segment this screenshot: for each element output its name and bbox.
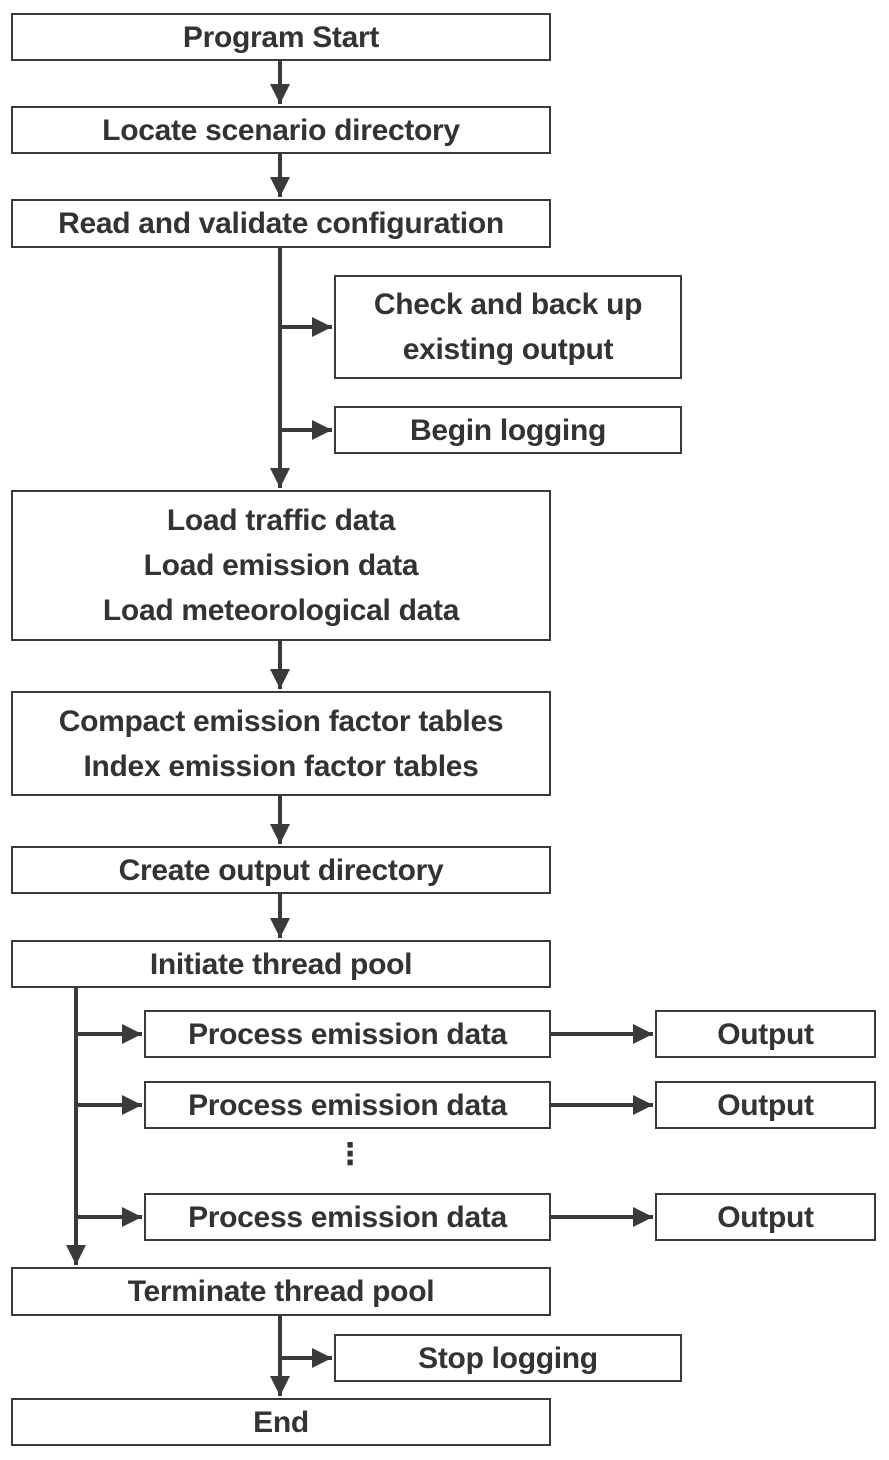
node-process-1: Process emission data: [144, 1010, 551, 1058]
ellipsis-marker: ⋮: [335, 1138, 365, 1171]
node-process-n-label: Process emission data: [188, 1200, 507, 1234]
node-process-n: Process emission data: [144, 1193, 551, 1241]
node-read-validate: Read and validate configuration: [11, 199, 551, 248]
node-index-line: Index emission factor tables: [83, 749, 479, 783]
node-check-backup-line-1: Check and back up: [373, 288, 643, 321]
node-terminate-pool-label: Terminate thread pool: [127, 1275, 435, 1308]
node-check-backup: Check and back up existing output: [334, 275, 682, 379]
node-load-emission-line: Load emission data: [143, 549, 419, 582]
node-stop-logging: Stop logging: [334, 1334, 682, 1382]
node-locate-scenario-label: Locate scenario directory: [102, 113, 460, 147]
node-output-1: Output: [655, 1010, 876, 1058]
node-terminate-pool: Terminate thread pool: [11, 1267, 551, 1316]
node-create-output-dir-label: Create output directory: [118, 853, 444, 887]
node-program-start-label: Program Start: [182, 20, 380, 54]
node-load-data: Load traffic data Load emission data Loa…: [11, 490, 551, 641]
node-output-1-label: Output: [717, 1017, 814, 1051]
node-initiate-pool: Initiate thread pool: [11, 940, 551, 988]
node-end-label: End: [253, 1405, 309, 1439]
node-load-meteorological-line: Load meteorological data: [102, 594, 460, 627]
node-begin-logging-label: Begin logging: [409, 413, 607, 447]
node-program-start: Program Start: [11, 13, 551, 61]
node-load-traffic-line: Load traffic data: [166, 504, 396, 537]
node-end: End: [11, 1398, 551, 1446]
node-process-1-label: Process emission data: [188, 1017, 507, 1051]
node-begin-logging: Begin logging: [334, 406, 682, 454]
node-compact-index: Compact emission factor tables Index emi…: [11, 691, 551, 796]
node-output-2-label: Output: [717, 1088, 814, 1122]
node-output-2: Output: [655, 1081, 876, 1129]
node-compact-line: Compact emission factor tables: [58, 704, 504, 738]
node-output-n: Output: [655, 1193, 876, 1241]
node-stop-logging-label: Stop logging: [418, 1341, 598, 1375]
node-check-backup-line-2: existing output: [402, 333, 614, 366]
node-locate-scenario: Locate scenario directory: [11, 106, 551, 154]
node-read-validate-label: Read and validate configuration: [58, 207, 504, 240]
node-process-2: Process emission data: [144, 1081, 551, 1129]
node-process-2-label: Process emission data: [188, 1088, 507, 1122]
node-initiate-pool-label: Initiate thread pool: [149, 947, 413, 981]
node-create-output-dir: Create output directory: [11, 846, 551, 894]
node-output-n-label: Output: [717, 1200, 814, 1234]
